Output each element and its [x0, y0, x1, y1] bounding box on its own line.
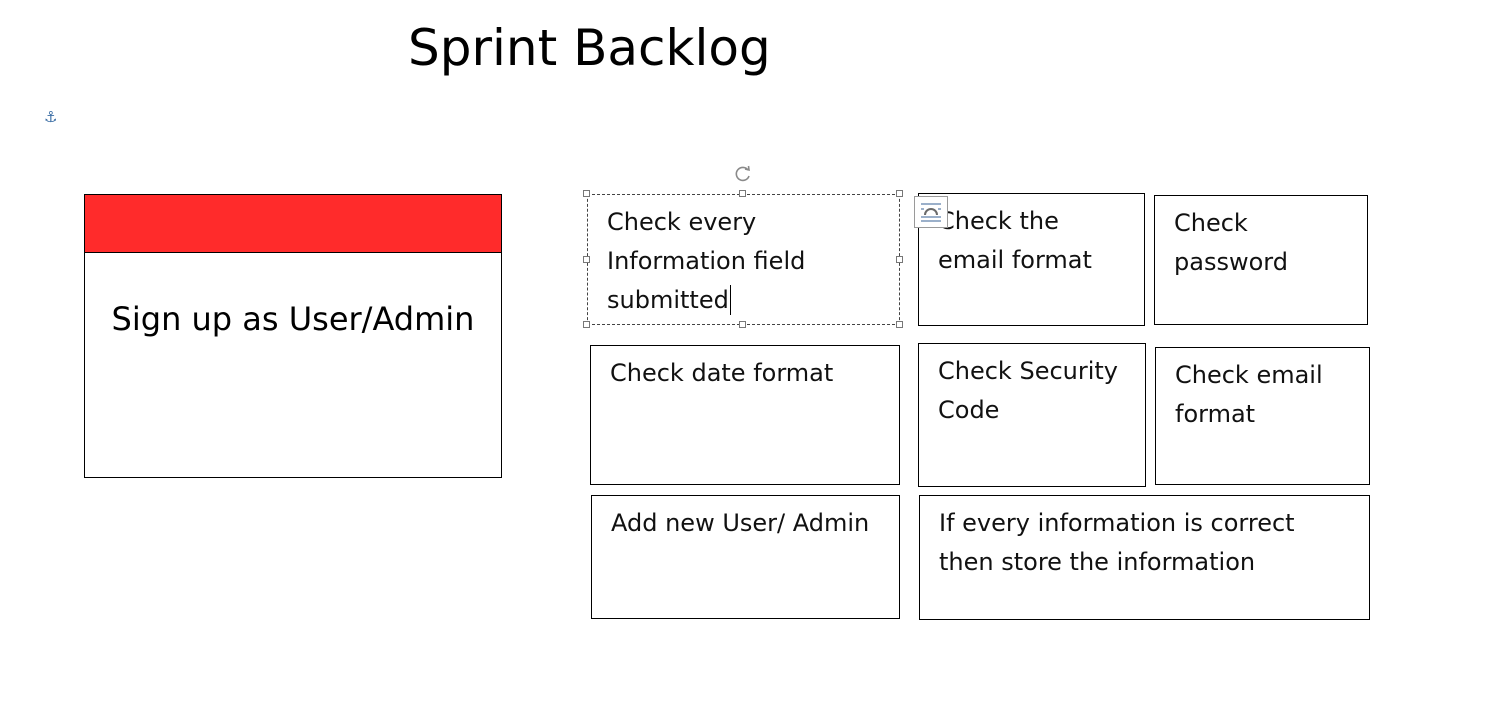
task-line: If every information is correct	[939, 509, 1295, 537]
task-line: submitted	[607, 286, 729, 314]
task-line: Check every	[607, 208, 757, 236]
task-line: Check date format	[610, 359, 834, 387]
story-card-header-band	[85, 195, 501, 253]
task-box-check-every-field[interactable]: Check every Information field submitted	[587, 194, 900, 325]
task-line: Add new User/ Admin	[611, 509, 870, 537]
task-line-with-caret: submitted	[607, 281, 883, 320]
task-line: Code	[938, 396, 1000, 424]
task-line: Check	[1174, 209, 1248, 237]
resize-handle-top-right[interactable]	[896, 190, 903, 197]
task-box-check-security-code[interactable]: Check Security Code	[918, 343, 1146, 487]
task-box-check-date-format[interactable]: Check date format	[590, 345, 900, 485]
task-line: Check the	[938, 207, 1059, 235]
task-box-check-email-format-2[interactable]: Check email format	[1155, 347, 1370, 485]
task-line: then store the information	[939, 548, 1256, 576]
task-line: email format	[938, 246, 1092, 274]
rotate-handle-icon[interactable]	[733, 164, 753, 184]
task-line: Check Security	[938, 357, 1119, 385]
resize-handle-bottom-left[interactable]	[583, 321, 590, 328]
text-caret	[729, 285, 731, 315]
page-title: Sprint Backlog	[408, 19, 771, 77]
task-line: format	[1175, 400, 1256, 428]
resize-handle-bottom[interactable]	[739, 321, 746, 328]
layout-options-icon[interactable]	[914, 196, 948, 228]
task-box-check-email-format[interactable]: Check the email format	[918, 193, 1145, 326]
resize-handle-right[interactable]	[896, 256, 903, 263]
task-box-store-information[interactable]: If every information is correct then sto…	[919, 495, 1370, 620]
task-line: Information field	[607, 247, 806, 275]
resize-handle-bottom-right[interactable]	[896, 321, 903, 328]
task-line: Check email	[1175, 361, 1323, 389]
resize-handle-top[interactable]	[739, 190, 746, 197]
resize-handle-top-left[interactable]	[583, 190, 590, 197]
task-box-add-new-user[interactable]: Add new User/ Admin	[591, 495, 900, 619]
story-card-text: Sign up as User/Admin	[111, 300, 475, 338]
story-card[interactable]: Sign up as User/Admin	[84, 194, 502, 478]
task-box-check-password[interactable]: Check password	[1154, 195, 1368, 325]
task-line: password	[1174, 248, 1288, 276]
resize-handle-left[interactable]	[583, 256, 590, 263]
anchor-icon[interactable]: ⚓	[44, 108, 58, 126]
